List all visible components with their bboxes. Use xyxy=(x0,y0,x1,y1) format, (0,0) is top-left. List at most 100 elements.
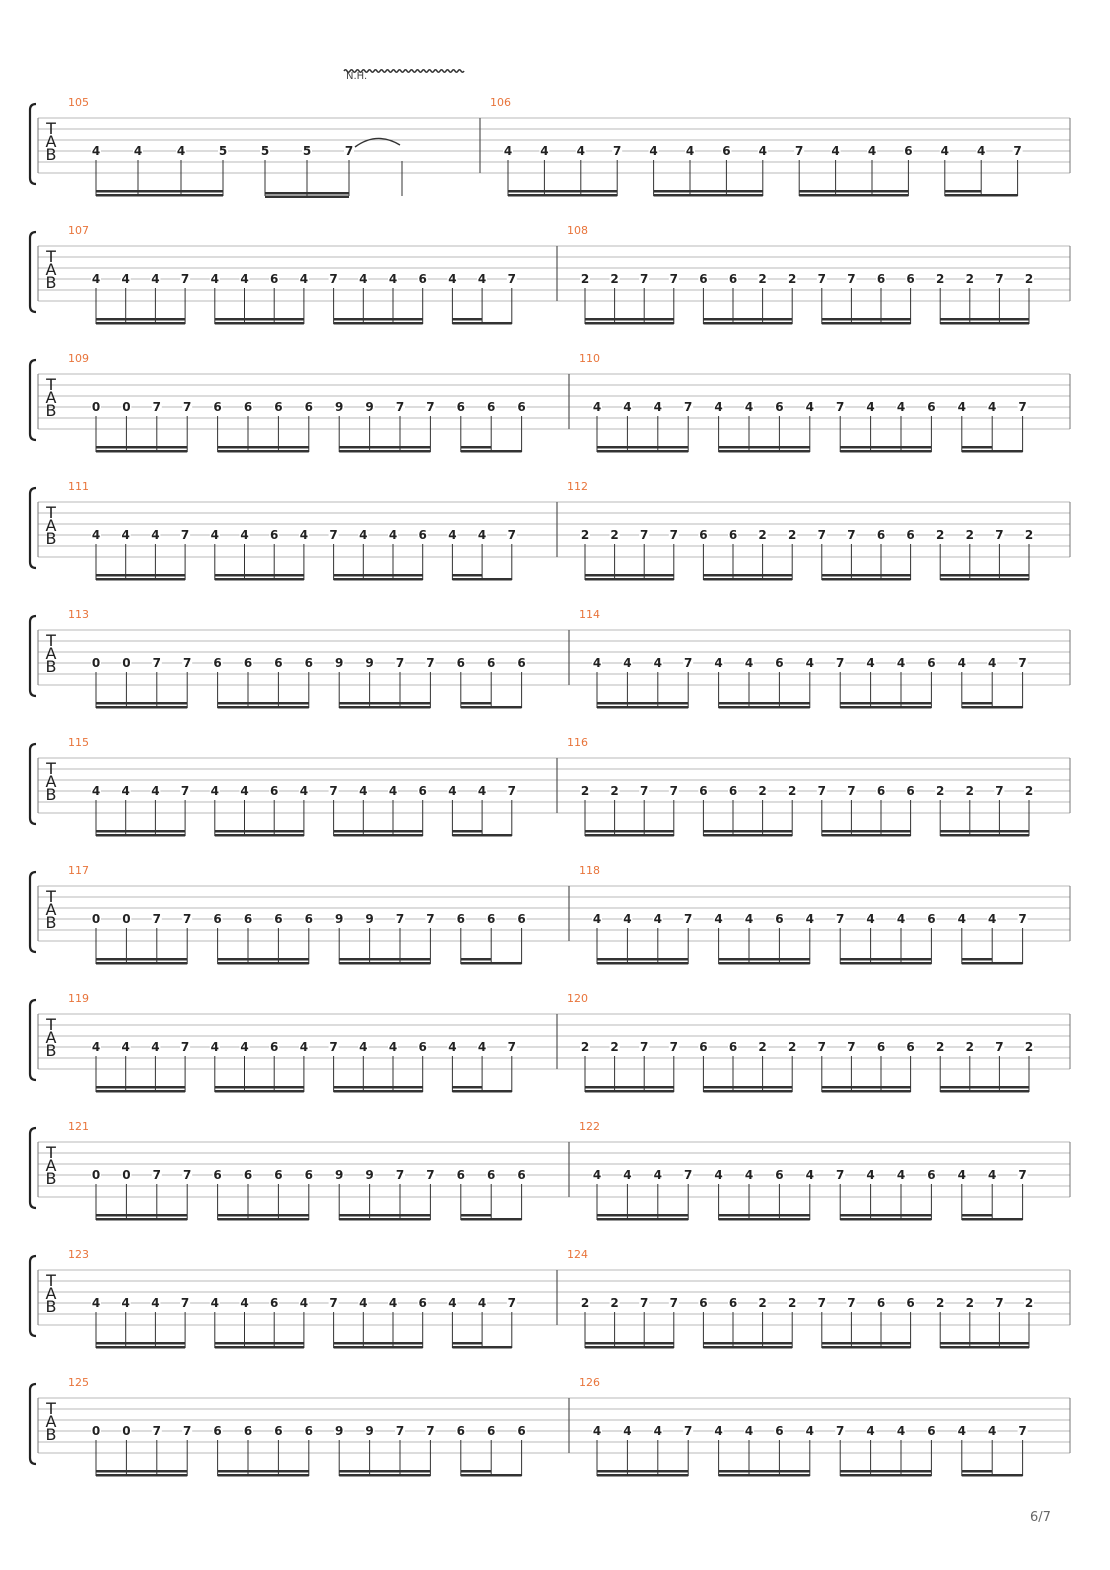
fret-background xyxy=(328,528,339,541)
fret-background xyxy=(698,1296,709,1309)
beam xyxy=(96,1086,186,1089)
tie-arc xyxy=(354,137,401,148)
fret-background xyxy=(302,144,312,157)
fret-background xyxy=(835,1168,846,1181)
fret-background xyxy=(774,400,785,413)
fret-number: 7 xyxy=(836,656,844,670)
beam xyxy=(597,1214,689,1217)
fret-background xyxy=(713,400,724,413)
beam xyxy=(214,574,304,577)
fret-number: 2 xyxy=(936,1296,944,1310)
beam xyxy=(821,578,911,581)
fret-background xyxy=(1024,1296,1034,1309)
fret-background xyxy=(121,912,132,925)
tab-clef-letter: T xyxy=(45,503,56,522)
fret-background xyxy=(182,1424,193,1437)
fret-background xyxy=(303,1424,314,1437)
beam xyxy=(217,446,309,449)
beam xyxy=(799,190,909,193)
fret-number: 7 xyxy=(396,656,404,670)
fret-number: 4 xyxy=(448,528,456,542)
fret-background xyxy=(334,656,345,669)
fret-background xyxy=(269,528,280,541)
fret-number: 7 xyxy=(670,528,678,542)
fret-background xyxy=(622,1424,633,1437)
fret-number: 6 xyxy=(775,400,783,414)
fret-background xyxy=(447,272,458,285)
beam xyxy=(339,446,431,449)
beam xyxy=(217,1470,309,1473)
fret-background xyxy=(120,528,131,541)
fret-number: 6 xyxy=(419,1296,427,1310)
fret-background xyxy=(182,656,193,669)
fret-background xyxy=(774,912,785,925)
beam xyxy=(339,1214,431,1217)
beam xyxy=(214,834,304,837)
fret-number: 4 xyxy=(623,656,631,670)
fret-number: 2 xyxy=(758,1296,766,1310)
fret-background xyxy=(876,528,886,541)
beam xyxy=(452,1346,512,1349)
beam xyxy=(840,1474,932,1477)
fret-number: 4 xyxy=(240,528,248,542)
fret-background xyxy=(905,528,916,541)
fret-number: 7 xyxy=(1018,1168,1026,1182)
fret-number: 6 xyxy=(457,912,465,926)
fret-background xyxy=(867,144,877,157)
fret-background xyxy=(334,912,345,925)
tab-clef-letter: A xyxy=(46,132,57,151)
fret-number: 7 xyxy=(181,528,189,542)
fret-number: 7 xyxy=(508,1040,516,1054)
fret-number: 4 xyxy=(134,144,142,158)
fret-number: 2 xyxy=(936,272,944,286)
beam xyxy=(96,574,186,577)
fret-background xyxy=(580,1296,590,1309)
beam xyxy=(265,195,307,198)
beam xyxy=(460,450,522,453)
beam xyxy=(339,958,431,961)
fret-number: 4 xyxy=(714,1424,722,1438)
fret-number: 6 xyxy=(244,1168,252,1182)
beam xyxy=(585,318,674,321)
beam xyxy=(333,834,423,837)
fret-number: 4 xyxy=(240,784,248,798)
beam xyxy=(333,1342,423,1345)
fret-background xyxy=(987,656,998,669)
fret-background xyxy=(668,1040,679,1053)
fret-number: 7 xyxy=(1018,656,1026,670)
fret-background xyxy=(447,1040,458,1053)
fret-background xyxy=(425,1168,436,1181)
fret-number: 7 xyxy=(684,400,692,414)
beam xyxy=(96,318,186,321)
fret-number: 6 xyxy=(213,912,221,926)
fret-background xyxy=(180,1040,191,1053)
beam xyxy=(339,1474,431,1477)
beam xyxy=(940,578,1029,581)
fret-background xyxy=(516,912,527,925)
tab-clef-letter: A xyxy=(46,1156,57,1175)
fret-number: 2 xyxy=(966,1040,974,1054)
system-bracket xyxy=(28,614,37,698)
fret-number: 7 xyxy=(818,1296,826,1310)
fret-background xyxy=(182,912,193,925)
fret-number: 4 xyxy=(745,1168,753,1182)
fret-background xyxy=(728,784,738,797)
beam xyxy=(96,1346,186,1349)
fret-background xyxy=(622,912,633,925)
fret-background xyxy=(243,656,253,669)
beam xyxy=(840,706,932,709)
beam xyxy=(96,830,186,833)
fret-number: 4 xyxy=(623,912,631,926)
fret-number: 6 xyxy=(270,1040,278,1054)
fret-background xyxy=(580,528,590,541)
fret-number: 9 xyxy=(365,1424,373,1438)
fret-background xyxy=(964,1296,975,1309)
fret-number: 4 xyxy=(122,1040,130,1054)
fret-number: 4 xyxy=(151,784,159,798)
fret-number: 4 xyxy=(389,272,397,286)
fret-background xyxy=(477,272,488,285)
beam xyxy=(452,322,512,325)
fret-number: 4 xyxy=(941,144,949,158)
